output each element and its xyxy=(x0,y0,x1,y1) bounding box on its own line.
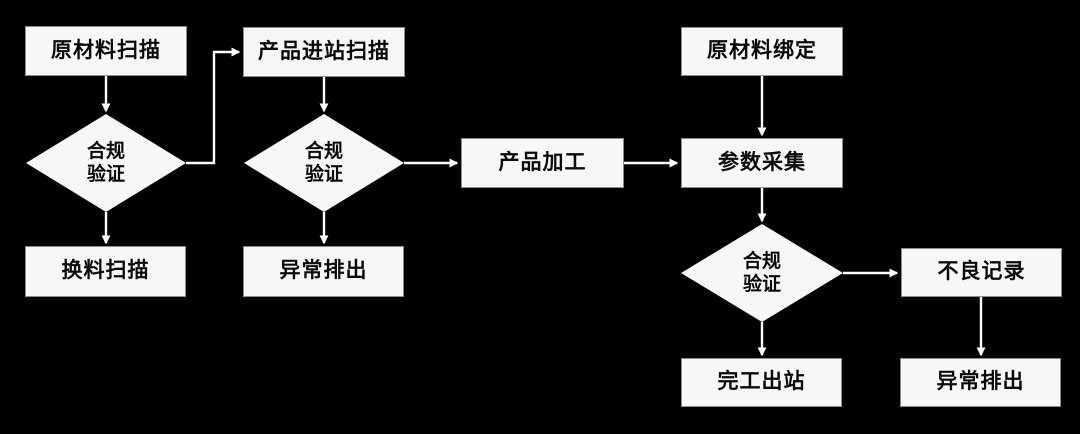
node-label: 原材料扫描 xyxy=(51,38,161,62)
node-compliance-check-3[interactable]: 合规 验证 xyxy=(681,224,843,322)
node-label-line2: 验证 xyxy=(742,274,781,295)
node-label-line2: 验证 xyxy=(304,164,343,185)
node-label: 合规 验证 xyxy=(87,140,125,186)
node-raw-material-binding[interactable]: 原材料绑定 xyxy=(681,27,843,76)
node-abnormal-discharge-1[interactable]: 异常排出 xyxy=(243,246,404,297)
node-defect-record[interactable]: 不良记录 xyxy=(901,248,1062,297)
node-label: 产品进站扫描 xyxy=(258,39,390,63)
node-label: 合规 验证 xyxy=(743,250,781,296)
node-compliance-check-2[interactable]: 合规 验证 xyxy=(244,114,404,212)
node-compliance-check-1[interactable]: 合规 验证 xyxy=(26,114,186,212)
node-label: 合规 验证 xyxy=(305,140,343,186)
node-parameter-collection[interactable]: 参数采集 xyxy=(681,138,843,188)
node-product-processing[interactable]: 产品加工 xyxy=(461,138,624,188)
node-label-line1: 合规 xyxy=(742,250,781,272)
node-label: 异常排出 xyxy=(279,259,368,283)
node-abnormal-discharge-2[interactable]: 异常排出 xyxy=(900,358,1061,407)
node-label: 完工出站 xyxy=(717,370,806,394)
diamond-shape xyxy=(26,114,186,212)
node-product-inbound-scan[interactable]: 产品进站扫描 xyxy=(243,27,405,77)
node-finished-outbound[interactable]: 完工出站 xyxy=(681,358,842,407)
node-label-line1: 合规 xyxy=(304,140,343,162)
node-label: 参数采集 xyxy=(718,150,806,174)
node-label: 产品加工 xyxy=(498,150,587,174)
node-label-line2: 验证 xyxy=(86,164,125,185)
node-material-change-scan[interactable]: 换料扫描 xyxy=(25,246,186,297)
edge-check1-to-inbound-scan xyxy=(186,47,241,165)
node-label-line1: 合规 xyxy=(86,140,125,162)
diamond-shape xyxy=(681,224,843,322)
node-label: 换料扫描 xyxy=(61,259,150,283)
node-label: 不良记录 xyxy=(937,260,1026,284)
diamond-shape xyxy=(244,114,404,212)
node-label: 异常排出 xyxy=(936,370,1025,394)
node-label: 原材料绑定 xyxy=(707,39,817,63)
node-raw-material-scan[interactable]: 原材料扫描 xyxy=(25,26,187,76)
